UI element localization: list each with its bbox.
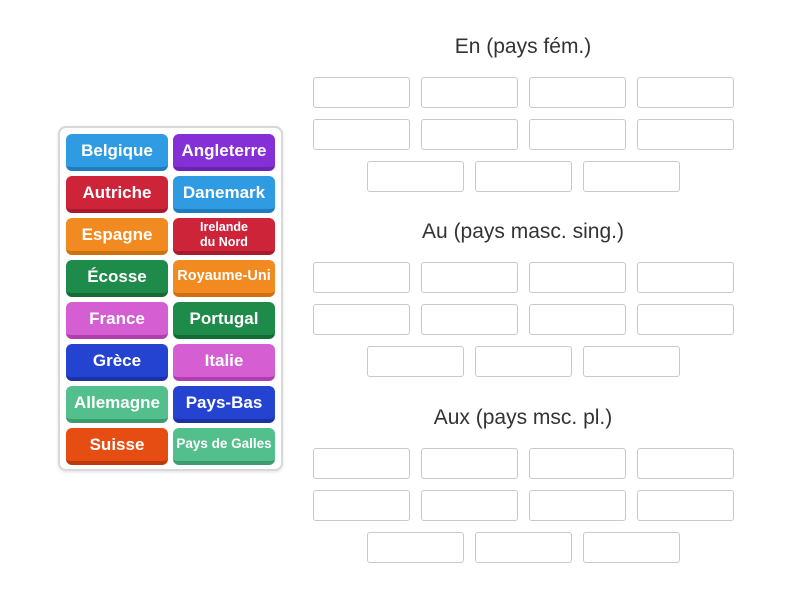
group-aux: Aux (pays msc. pl.) [312, 404, 734, 563]
tile-angleterre[interactable]: Angleterre [173, 134, 275, 171]
drop-slot[interactable] [312, 448, 410, 479]
group-title-au: Au (pays masc. sing.) [422, 220, 624, 243]
tile-irelande-du-nord[interactable]: Irelande du Nord [173, 218, 275, 255]
drop-slot[interactable] [420, 448, 518, 479]
drop-slot[interactable] [636, 77, 734, 108]
tile-suisse[interactable]: Suisse [66, 428, 168, 465]
drop-slot[interactable] [636, 448, 734, 479]
drop-slot[interactable] [582, 346, 680, 377]
drop-slot[interactable] [582, 161, 680, 192]
tile-belgique[interactable]: Belgique [66, 134, 168, 171]
drop-slot[interactable] [312, 262, 410, 293]
group-en: En (pays fém.) [312, 33, 734, 192]
tile-espagne[interactable]: Espagne [66, 218, 168, 255]
group-title-aux: Aux (pays msc. pl.) [433, 406, 613, 429]
group-au: Au (pays masc. sing.) [312, 218, 734, 377]
drop-slot[interactable] [420, 304, 518, 335]
drop-slot[interactable] [528, 448, 626, 479]
drop-slot[interactable] [636, 490, 734, 521]
drop-slot[interactable] [582, 532, 680, 563]
drop-slot[interactable] [366, 346, 464, 377]
drop-slot[interactable] [312, 77, 410, 108]
drop-slot[interactable] [420, 119, 518, 150]
tile-italie[interactable]: Italie [173, 344, 275, 381]
tile-danemark[interactable]: Danemark [173, 176, 275, 213]
tile-allemagne[interactable]: Allemagne [66, 386, 168, 423]
drop-slot[interactable] [312, 119, 410, 150]
drop-slot[interactable] [312, 304, 410, 335]
tile-panel: Belgique Angleterre Autriche Danemark Es… [58, 126, 283, 471]
tile-grece[interactable]: Grèce [66, 344, 168, 381]
group-aux-slots [312, 448, 734, 563]
drop-slot[interactable] [528, 119, 626, 150]
drop-slot[interactable] [528, 262, 626, 293]
drop-slot[interactable] [636, 304, 734, 335]
drop-slot[interactable] [636, 119, 734, 150]
drop-slot[interactable] [420, 262, 518, 293]
group-title-en: En (pays fém.) [454, 35, 592, 58]
drop-slot[interactable] [528, 304, 626, 335]
drop-slot[interactable] [420, 490, 518, 521]
tile-france[interactable]: France [66, 302, 168, 339]
tile-pays-de-galles[interactable]: Pays de Galles [173, 428, 275, 465]
group-en-slots [312, 77, 734, 192]
drop-slot[interactable] [474, 346, 572, 377]
tile-autriche[interactable]: Autriche [66, 176, 168, 213]
drop-slot[interactable] [366, 161, 464, 192]
drop-slot[interactable] [528, 77, 626, 108]
tile-ecosse[interactable]: Écosse [66, 260, 168, 297]
drop-slot[interactable] [636, 262, 734, 293]
drop-slot[interactable] [420, 77, 518, 108]
drop-slot[interactable] [312, 490, 410, 521]
tile-royaume-uni[interactable]: Royaume-Uni [173, 260, 275, 297]
drop-slot[interactable] [366, 532, 464, 563]
drop-slot[interactable] [528, 490, 626, 521]
tile-pays-bas[interactable]: Pays-Bas [173, 386, 275, 423]
drop-slot[interactable] [474, 532, 572, 563]
drop-slot[interactable] [474, 161, 572, 192]
group-au-slots [312, 262, 734, 377]
tile-portugal[interactable]: Portugal [173, 302, 275, 339]
